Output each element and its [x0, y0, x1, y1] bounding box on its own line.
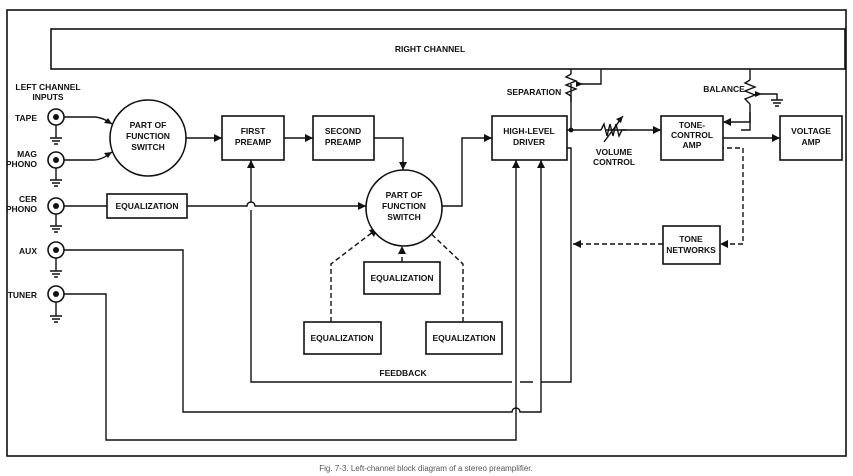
svg-text:EQUALIZATION: EQUALIZATION: [432, 333, 495, 343]
svg-text:EQUALIZATION: EQUALIZATION: [310, 333, 373, 343]
svg-text:BALANCE: BALANCE: [703, 84, 745, 94]
equalization-mid-block: EQUALIZATION: [363, 261, 441, 295]
input-jack-tape: TAPE: [15, 108, 65, 145]
right-channel-label: RIGHT CHANNEL: [395, 44, 465, 54]
svg-text:AUX: AUX: [19, 246, 37, 256]
input-jack-aux: AUX: [19, 241, 65, 278]
svg-text:EQUALIZATION: EQUALIZATION: [370, 273, 433, 283]
separation-potentiometer: SEPARATION: [507, 73, 578, 102]
input-jack-tuner: TUNER: [8, 285, 65, 323]
svg-text:TAPE: TAPE: [15, 113, 37, 123]
equalization-right-block: EQUALIZATION: [425, 321, 503, 355]
svg-text:EQUALIZATION: EQUALIZATION: [115, 201, 178, 211]
svg-text:TUNER: TUNER: [8, 290, 37, 300]
equalization-left-block: EQUALIZATION: [303, 321, 382, 355]
outer-frame: [6, 9, 847, 457]
svg-text:SEPARATION: SEPARATION: [507, 87, 561, 97]
feedback-label: FEEDBACK: [379, 368, 427, 378]
figure-caption: Fig. 7-3. Left-channel block diagram of …: [319, 464, 532, 473]
right-channel-box: [50, 28, 846, 70]
equalization-cer-block: EQUALIZATION: [106, 193, 188, 219]
balance-potentiometer: BALANCE: [703, 79, 757, 105]
